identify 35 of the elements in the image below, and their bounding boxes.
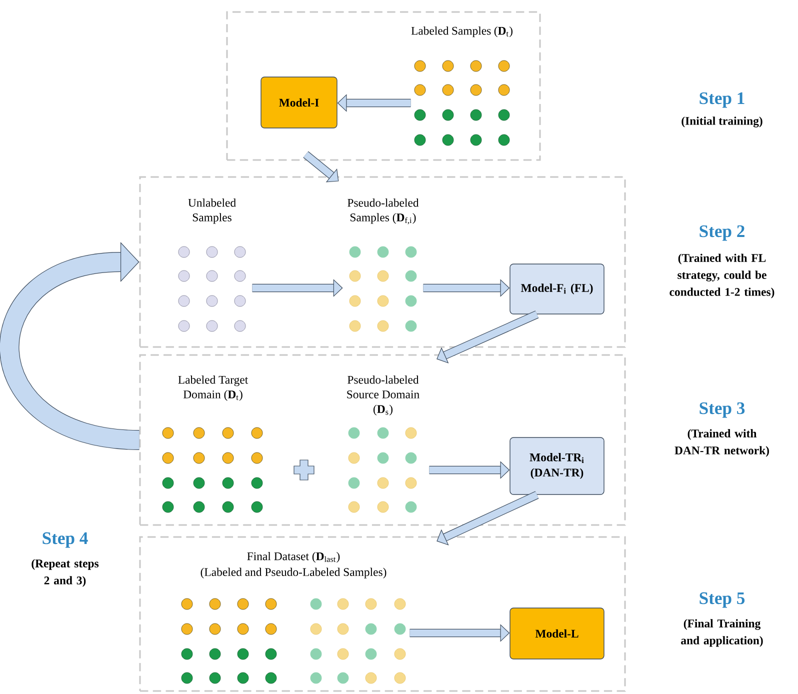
curved-arrow <box>0 242 140 450</box>
step-description: (Final Training and application) <box>681 619 763 647</box>
model-box: Model-I <box>260 76 338 128</box>
block-arrow <box>303 151 339 182</box>
step-description: (Initial training) <box>682 116 762 128</box>
dashed-panel <box>139 354 626 526</box>
dashed-panel <box>226 11 541 161</box>
step-description: (Trained with FL strategy, could be conducted 1-2 times) <box>670 254 774 298</box>
block-arrow <box>436 491 539 546</box>
dashed-panel <box>139 536 626 692</box>
sample-grid: Labeled Target Domain (D$_{t}$) <box>162 375 263 513</box>
block-arrow <box>436 310 539 364</box>
dashed-panel <box>139 176 626 348</box>
sample-grid: Pseudo-labeled Source Domain (D$_{s}$) <box>347 375 420 513</box>
step-heading: Step 2 <box>700 225 744 241</box>
sample-grid: Pseudo-labeled Samples (D$_{f,i}$) <box>348 198 419 332</box>
step-heading: Step 3 <box>700 402 745 418</box>
step-heading: Step 1 <box>700 92 744 108</box>
model-box: Model-TR$_{i}$ (DAN-TR) <box>510 437 604 495</box>
step-heading: Step 4 <box>42 532 88 548</box>
model-box: Model-F$_{i}$ (FL) <box>510 264 604 314</box>
node-label: Labeled Target Domain (D$_{t}$) <box>178 375 248 401</box>
sample-grid: Labeled Samples (D$_{t}$) <box>411 26 512 146</box>
step-description: (Repeat steps 2 and 3) <box>32 559 99 587</box>
sample-grid: Final Dataset (D$_{last}$) (Labeled and Pseudo-Labeled Samples) <box>181 552 406 684</box>
node-label: Labeled Samples (D$_{t}$) <box>411 26 512 38</box>
step-description: (Trained with DAN-TR network) <box>674 429 769 457</box>
sample-grid: Unlabeled Samples <box>178 198 246 332</box>
node-label: Unlabeled Samples <box>188 198 236 224</box>
step-heading: Step 5 <box>700 592 745 608</box>
node-label: (Labeled and Pseudo-Labeled Samples) <box>200 568 386 578</box>
node-label: Pseudo-labeled Samples (D$_{f,i}$) <box>348 198 419 224</box>
model-box: Model-L <box>510 608 604 660</box>
node-label: Final Dataset (D$_{last}$) <box>247 552 340 563</box>
node-label: Pseudo-labeled Source Domain (D$_{s}$) <box>347 375 420 416</box>
